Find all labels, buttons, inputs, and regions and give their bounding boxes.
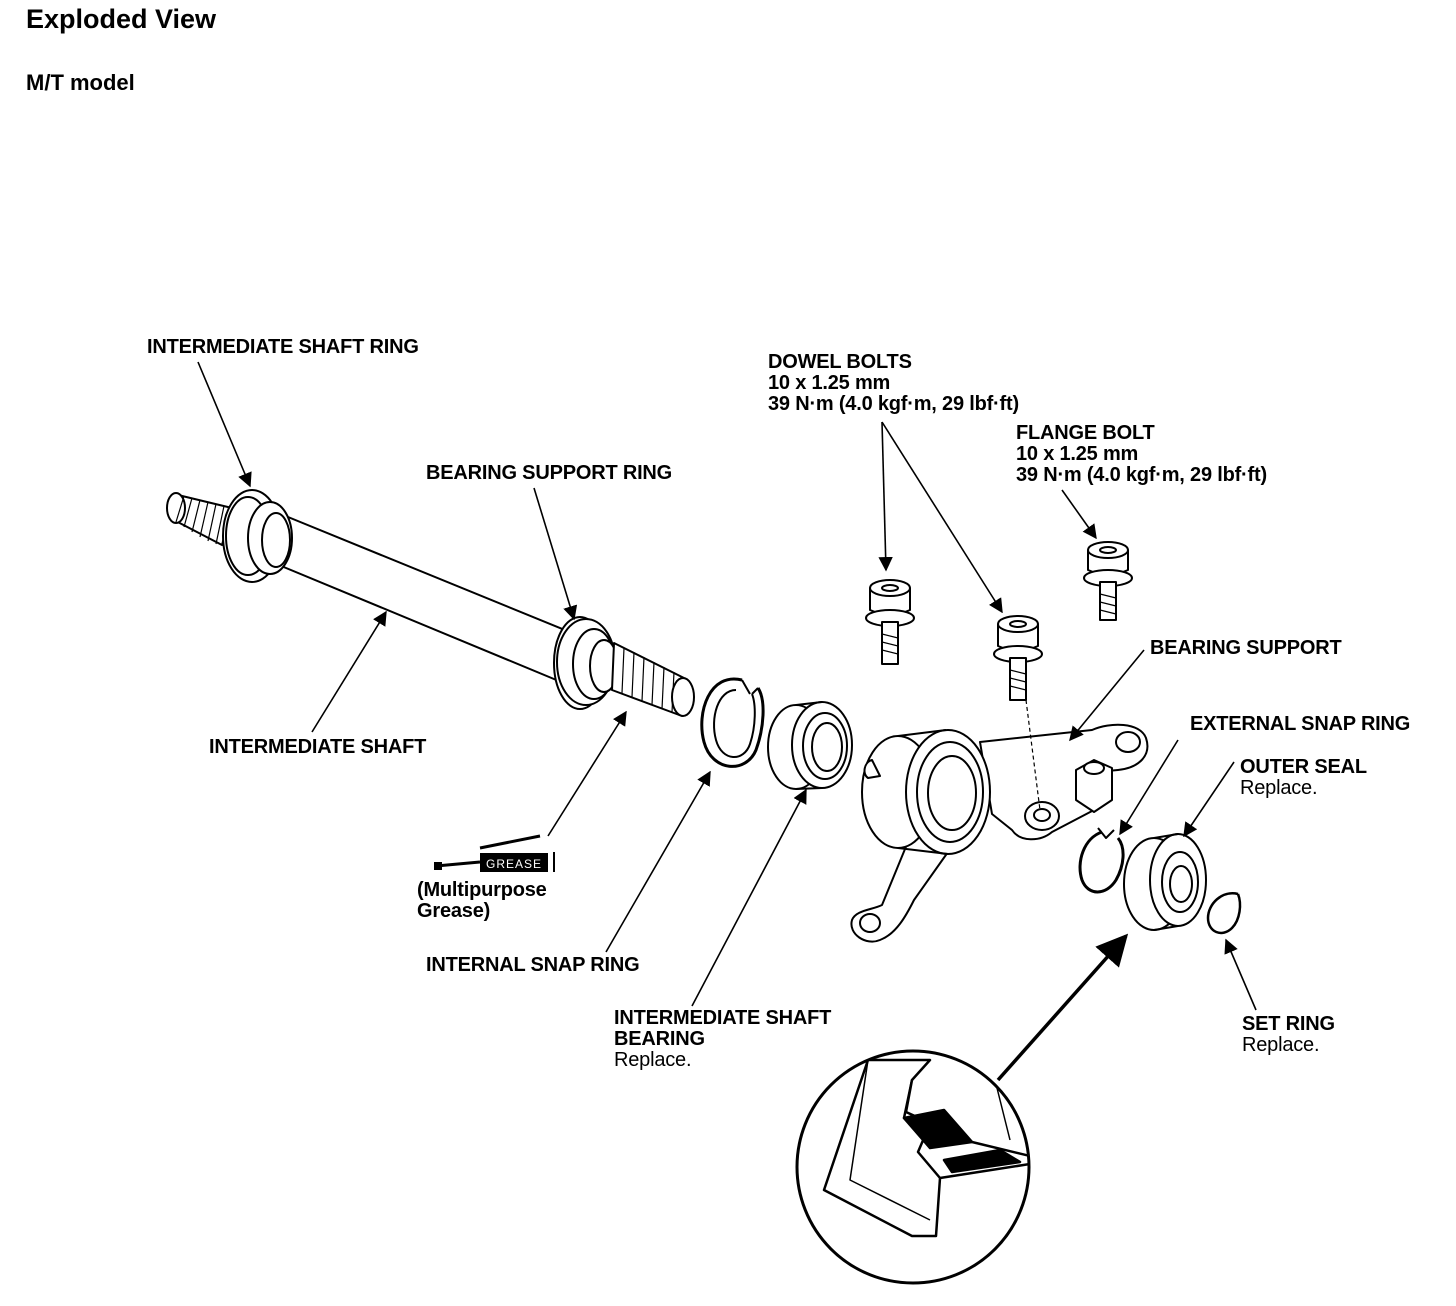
label-dowel-bolts-torque: 39 N·m (4.0 kgf·m, 29 lbf·ft) [768,393,1019,415]
leader-dowel-bolt-left [878,421,893,572]
leader-outer-seal [1183,761,1235,838]
outer-seal-part [1123,832,1207,931]
label-set-ring: SET RING Replace. [1242,1014,1335,1056]
label-flange-bolt-torque: 39 N·m (4.0 kgf·m, 29 lbf·ft) [1016,464,1267,486]
dowel-bolt-right [993,615,1043,701]
label-isb-line2: BEARING [614,1028,705,1050]
leader-flange-bolt [1061,489,1097,540]
label-internal-snap-ring: INTERNAL SNAP RING [426,954,640,976]
leader-grease [547,710,627,837]
label-dowel-bolts: DOWEL BOLTS 10 x 1.25 mm 39 N·m (4.0 kgf… [768,352,1019,415]
label-intermediate-shaft-bearing: INTERMEDIATE SHAFT BEARING Replace. [614,1008,831,1071]
label-outer-seal: OUTER SEAL Replace. [1240,757,1367,799]
label-grease-line2: Grease) [417,900,491,922]
label-external-snap-ring: EXTERNAL SNAP RING [1190,713,1411,735]
bearing-support-part [850,723,1149,943]
label-flange-bolt-size: 10 x 1.25 mm [1016,443,1139,465]
label-intermediate-shaft-ring: INTERMEDIATE SHAFT RING [147,336,419,358]
label-bearing-support-ring: BEARING SUPPORT RING [426,462,673,484]
leader-bearing-support [1069,649,1145,742]
label-outer-seal-name: OUTER SEAL [1240,756,1367,778]
label-isb-note: Replace. [614,1049,692,1071]
leader-intermediate-shaft [311,610,387,733]
leader-internal-snap-ring [605,770,711,953]
leader-external-snap-ring [1119,739,1179,836]
leader-dowel-bolt-right [881,421,1003,614]
leader-intermediate-shaft-bearing [691,788,807,1007]
grease-tag-text: GREASE [486,857,542,871]
label-outer-seal-note: Replace. [1240,777,1318,799]
intermediate-shaft-bearing-part [767,701,853,790]
grease-tag-box [480,853,548,872]
dowel-bolt-left [865,579,915,665]
label-dowel-bolts-size: 10 x 1.25 mm [768,372,891,394]
page-subtitle: M/T model [26,70,135,95]
internal-snap-ring-part [700,677,765,768]
label-set-ring-note: Replace. [1242,1034,1320,1056]
leader-set-ring [1224,938,1257,1011]
label-dowel-bolts-name: DOWEL BOLTS [768,351,912,373]
flange-bolt [1083,541,1133,621]
seal-detail-magnifier [795,1049,1031,1285]
leader-intermediate-shaft-ring [197,361,252,488]
label-isb-line1: INTERMEDIATE SHAFT [614,1007,832,1029]
grease-symbol: GREASE [434,834,555,872]
page-title: Exploded View [26,4,217,34]
leader-bearing-support-ring [533,487,578,621]
label-intermediate-shaft: INTERMEDIATE SHAFT [209,736,427,758]
leader-lines [197,361,1257,1082]
external-snap-ring-part [1078,827,1125,894]
intermediate-shaft-part [166,489,695,717]
set-ring-part [1206,892,1242,935]
bolt-alignment-line [1025,699,1041,811]
label-grease: (Multipurpose Grease) [417,880,547,922]
leader-detail-view [996,933,1129,1082]
label-set-ring-name: SET RING [1242,1013,1335,1035]
label-bearing-support: BEARING SUPPORT [1150,637,1342,659]
label-grease-line1: (Multipurpose [417,879,547,901]
label-flange-bolt: FLANGE BOLT 10 x 1.25 mm 39 N·m (4.0 kgf… [1016,423,1267,486]
label-flange-bolt-name: FLANGE BOLT [1016,422,1155,444]
